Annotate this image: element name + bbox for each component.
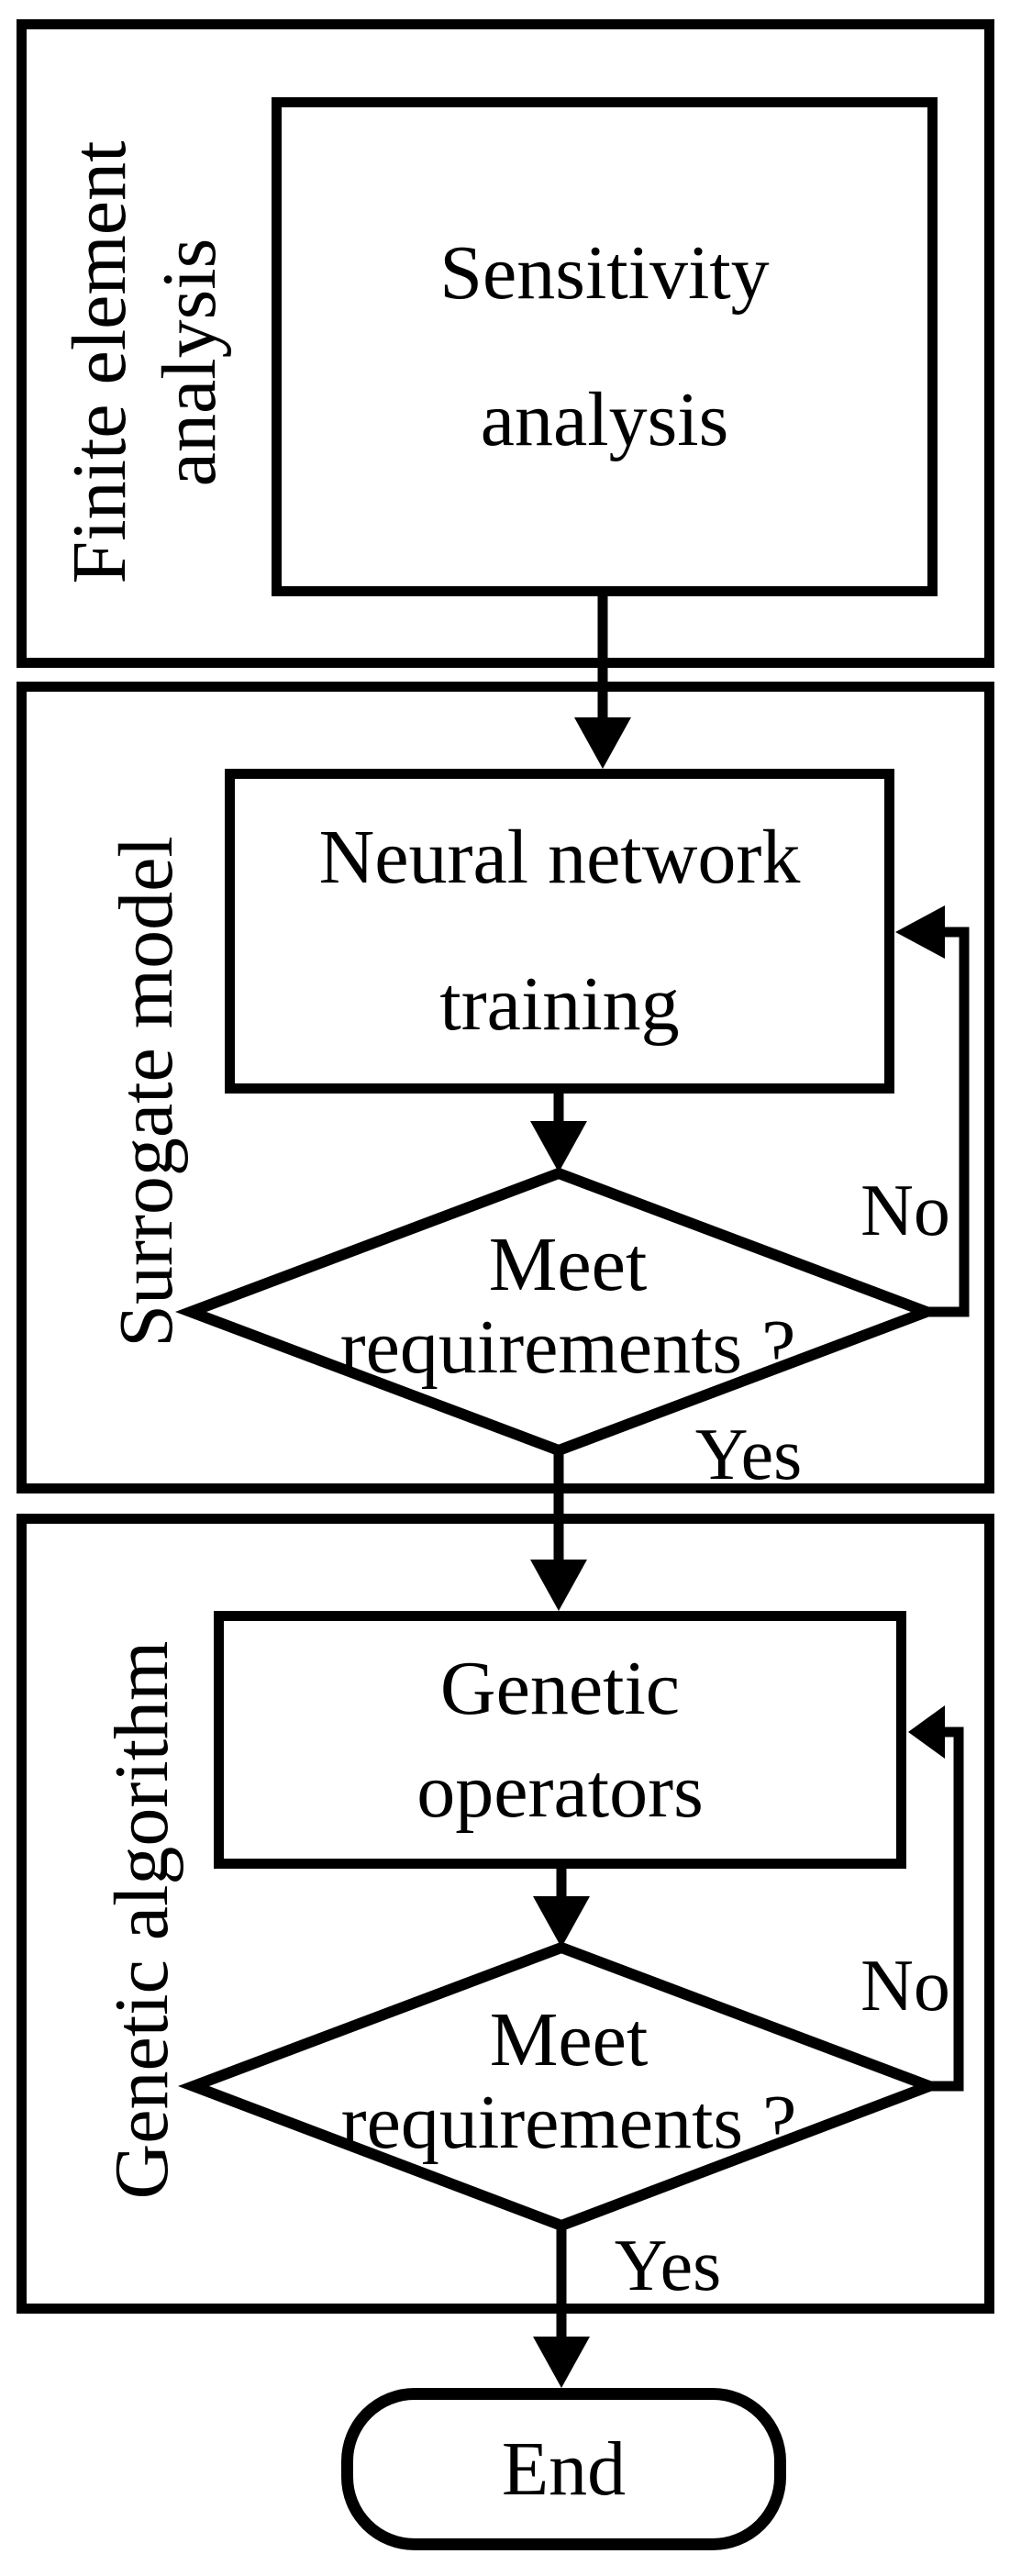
feedback-no-to-genetic-operators <box>908 1705 964 2092</box>
node-neural-network-training: Neural network training <box>225 769 894 1094</box>
arrow-genetic-operators-to-decision <box>533 1869 590 1948</box>
decision-text-line: Meet <box>489 1997 649 2082</box>
arrow-decision-to-end <box>533 2226 590 2388</box>
node-text-line: Neural network <box>318 815 801 900</box>
section-label-line: Surrogate model <box>104 836 189 1348</box>
arrow-decision-to-genetic-operators <box>530 1450 587 1611</box>
edge-label-yes-surrogate: Yes <box>694 1415 803 1495</box>
edge-label-yes-genetic: Yes <box>614 2226 722 2306</box>
node-text-line: training <box>439 961 680 1047</box>
decision-label-genetic: Meet requirements ? <box>341 1999 797 2164</box>
edge-label-no-surrogate: No <box>860 1171 950 1251</box>
node-text-line: operators <box>416 1748 704 1834</box>
node-text-line: analysis <box>480 377 729 462</box>
feedback-no-to-neural-network <box>895 905 970 1317</box>
section-label-line: Finite element <box>57 140 142 584</box>
section-label-finite-element-analysis: Finite element analysis <box>55 78 235 647</box>
section-label-line: analysis <box>147 238 232 487</box>
section-label-surrogate-model: Surrogate model <box>96 697 197 1486</box>
decision-label-surrogate: Meet requirements ? <box>340 1224 796 1389</box>
section-surrogate-model <box>17 682 994 1493</box>
node-text-line: Genetic <box>439 1645 681 1731</box>
section-genetic-algorithm <box>17 1514 994 2314</box>
decision-text-line: requirements ? <box>339 1305 796 1390</box>
section-label-genetic-algorithm: Genetic algorithm <box>92 1558 193 2282</box>
edge-label-no-genetic: No <box>860 1946 950 2026</box>
node-sensitivity-analysis: Sensitivity analysis <box>272 97 938 596</box>
decision-text-line: requirements ? <box>340 2080 797 2165</box>
decision-text-line: Meet <box>488 1222 648 1307</box>
node-genetic-operators: Genetic operators <box>214 1611 906 1869</box>
section-finite-element-analysis <box>17 19 994 668</box>
end-label: End <box>501 2426 627 2512</box>
node-text-line: Sensitivity <box>439 230 770 316</box>
section-label-line: Genetic algorithm <box>99 1640 184 2200</box>
arrow-sensitivity-to-neural-network <box>574 596 631 769</box>
arrow-neural-network-to-decision <box>530 1094 587 1172</box>
node-end-terminator: End <box>341 2388 786 2550</box>
